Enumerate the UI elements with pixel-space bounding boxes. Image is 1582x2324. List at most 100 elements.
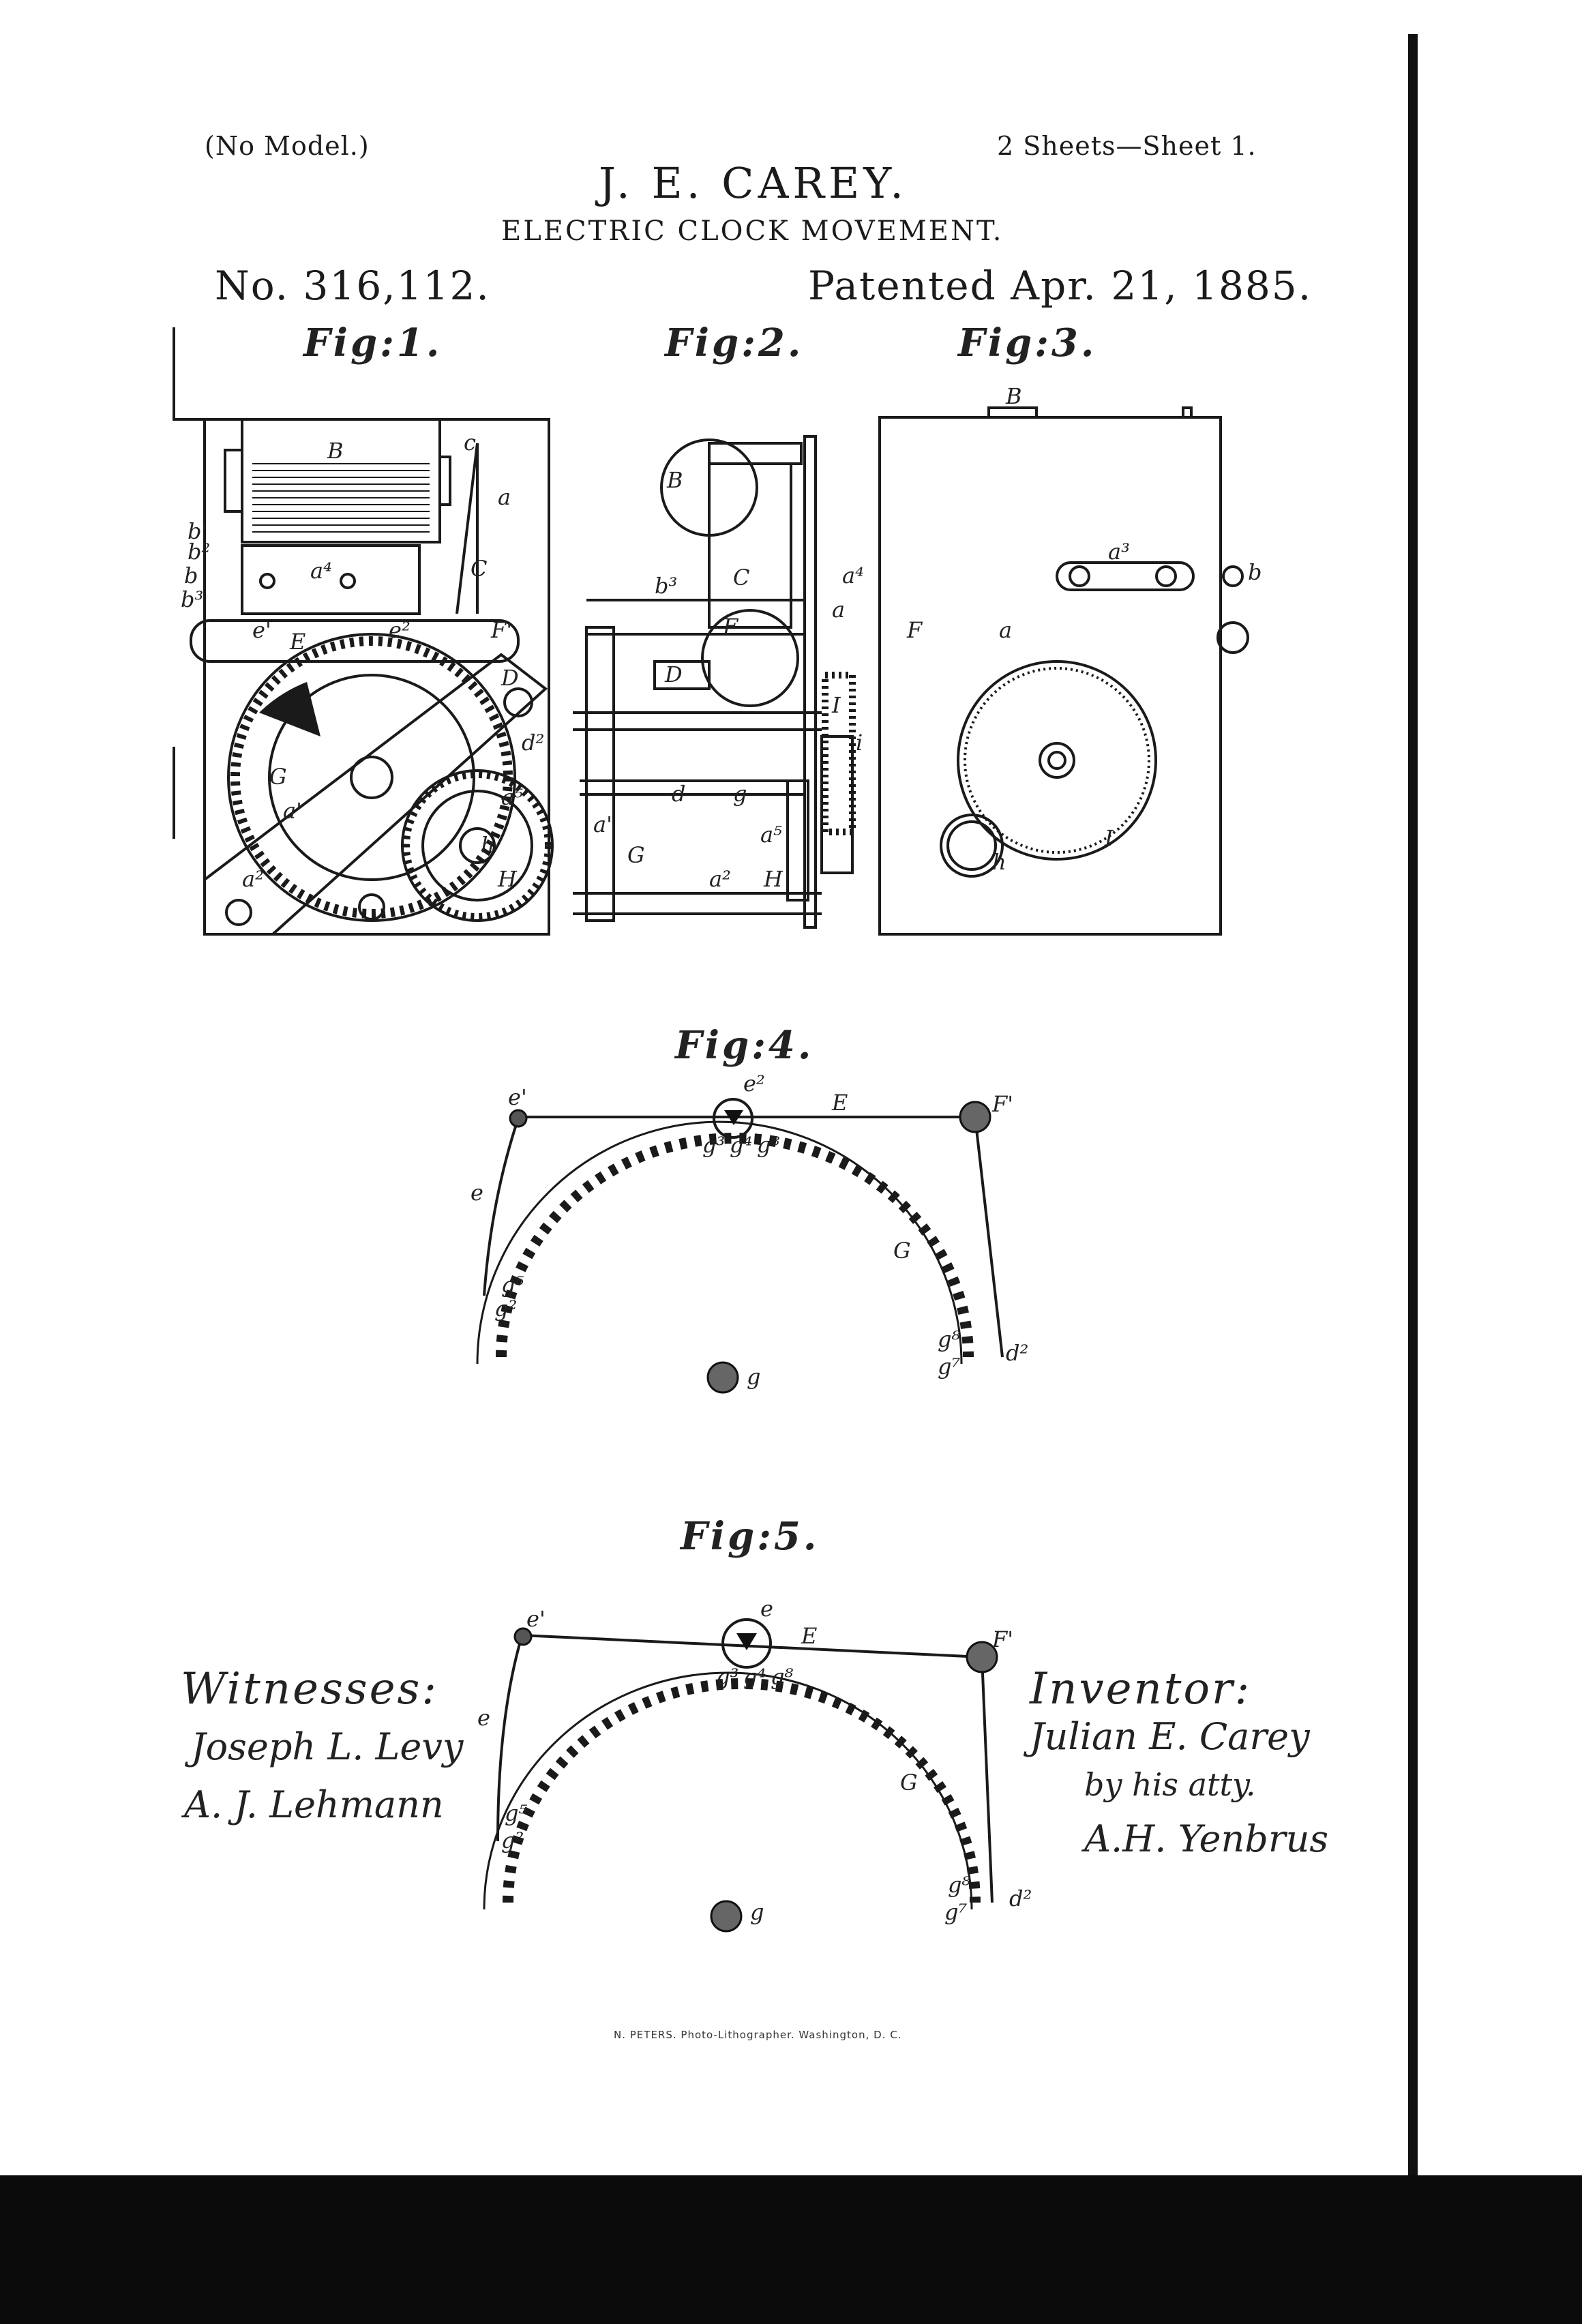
label-D-fig2: D — [664, 661, 683, 687]
printer-credit: N. PETERS. Photo-Lithographer. Washingto… — [614, 2029, 902, 2041]
label-c-fig1: c — [464, 430, 476, 456]
witnesses-heading: Witnesses: — [181, 1664, 438, 1714]
label-e1-fig5: e' — [526, 1606, 546, 1632]
sheet-indicator: 2 Sheets—Sheet 1. — [997, 131, 1257, 161]
fig4-title: Fig:4. — [675, 1023, 814, 1068]
label-e1-fig4: e' — [508, 1084, 527, 1110]
label-g2-fig4: g² — [494, 1296, 517, 1322]
patent-drawings: B c a C a⁴ b' b² b b³ E e' e² F' D G a' … — [173, 327, 1262, 1933]
label-e2-fig1: e² — [389, 617, 411, 643]
label-H-fig2: H — [763, 866, 783, 892]
fig2-drawing — [573, 435, 854, 929]
inventor-name-header: J. E. CAREY. — [599, 158, 908, 208]
scan-edge-bottom — [0, 2175, 1582, 2324]
label-g4-fig5: g⁴ — [743, 1664, 766, 1690]
label-g-fig2: g — [733, 781, 747, 807]
label-F-fig2: F — [722, 614, 739, 640]
witness-signature-1: Joseph L. Levy — [191, 1725, 464, 1768]
label-d2-fig1: d² — [522, 730, 544, 756]
label-b3-fig1: b³ — [181, 586, 203, 612]
label-d2-fig5: d² — [1009, 1886, 1032, 1911]
label-e-fig5-top: e — [760, 1596, 773, 1622]
label-B-fig3: B — [1005, 383, 1022, 409]
label-E-fig5: E — [801, 1623, 817, 1649]
inventor-signature: Julian E. Carey — [1030, 1715, 1310, 1758]
label-F1-fig5: F' — [991, 1626, 1013, 1652]
label-b-fig1: b — [184, 563, 198, 589]
label-E-fig1: E — [289, 629, 305, 655]
attorney-signature: A.H. Yenbrus — [1084, 1817, 1329, 1860]
label-g-fig5: g — [750, 1899, 764, 1925]
label-b1-fig1: b' — [188, 518, 207, 544]
label-g8b-fig5: g⁸ — [948, 1872, 970, 1898]
patent-number: No. 316,112. — [215, 263, 490, 309]
scan-edge-right — [1408, 34, 1418, 2324]
label-I-fig2: I — [831, 692, 841, 718]
label-D-fig1: D — [501, 665, 519, 691]
fig1-shaded-sector — [259, 682, 320, 736]
label-e-fig4: e — [471, 1180, 483, 1206]
label-B-fig2: B — [666, 467, 683, 493]
label-g4-fig4: g⁴ — [730, 1132, 752, 1158]
label-i-fig2: i — [856, 730, 863, 756]
witness-signature-2: A. J. Lehmann — [184, 1783, 444, 1826]
label-a-fig2: a — [832, 597, 845, 623]
label-F1-fig1: F' — [490, 617, 512, 643]
label-g5-fig4: g⁵ — [501, 1272, 524, 1298]
label-a2-fig1: a² — [242, 866, 264, 892]
label-H-fig1: H — [497, 866, 518, 892]
label-B-fig1: B — [327, 438, 344, 464]
label-G-fig2: G — [627, 842, 645, 868]
label-d-fig2: d — [672, 781, 685, 807]
label-a5-fig2: a⁵ — [760, 822, 782, 848]
patent-date: Patented Apr. 21, 1885. — [808, 263, 1313, 309]
label-a1-fig2: a' — [593, 811, 612, 837]
inventor-heading: Inventor: — [1030, 1664, 1252, 1714]
label-G-fig5: G — [900, 1770, 918, 1796]
label-a3-fig3: a³ — [1108, 539, 1130, 565]
label-g8-fig5: g⁸ — [771, 1664, 793, 1690]
label-E-fig4: E — [831, 1090, 848, 1116]
label-h-fig1: h — [481, 832, 495, 858]
fig3-title: Fig:3. — [958, 321, 1097, 366]
fig5-drawing — [483, 1618, 994, 1910]
label-a-fig1: a — [498, 484, 511, 510]
label-I-fig3: I — [1104, 825, 1114, 851]
fig1-gear-teeth — [230, 636, 513, 919]
label-g3-fig5: g³ — [716, 1664, 738, 1690]
label-g8-fig4: g⁸ — [757, 1132, 779, 1158]
label-C-fig2: C — [733, 565, 749, 591]
label-a-fig3: a — [999, 617, 1012, 643]
fig4-drawing — [476, 1098, 1004, 1365]
label-F1-fig4: F' — [991, 1091, 1013, 1117]
label-a4-fig2: a⁴ — [842, 563, 864, 589]
label-F-fig3: F — [906, 617, 923, 643]
fig3-drawing — [878, 406, 1249, 936]
label-g-fig4: g — [747, 1364, 760, 1390]
label-g5-fig5: g⁵ — [505, 1800, 527, 1826]
label-G-fig1: G — [269, 764, 287, 790]
patent-title: ELECTRIC CLOCK MOVEMENT. — [501, 215, 1004, 247]
label-a4-fig1: a⁴ — [310, 558, 332, 584]
label-b3-fig2: b³ — [655, 573, 677, 599]
label-g2-fig5: g² — [501, 1828, 524, 1853]
label-a5-fig1: a⁵ — [501, 784, 523, 810]
label-e-fig5: e — [477, 1705, 490, 1731]
label-g7-fig5: g⁷ — [944, 1899, 967, 1925]
fig2-title: Fig:2. — [665, 321, 804, 366]
label-a1-fig1: a' — [283, 798, 302, 824]
fig5-title: Fig:5. — [681, 1514, 820, 1559]
label-d2-fig4: d² — [1006, 1340, 1028, 1366]
label-g7-fig4: g⁷ — [938, 1354, 960, 1380]
fig1-title: Fig:1. — [303, 321, 443, 366]
label-h-fig3: h — [992, 849, 1006, 875]
label-e1-fig1: e' — [252, 617, 271, 643]
label-g8b-fig4: g⁸ — [938, 1326, 960, 1352]
label-b-fig3: b — [1248, 559, 1262, 585]
label-b2-fig1: b² — [188, 539, 210, 565]
label-G-fig4: G — [893, 1238, 911, 1264]
model-note: (No Model.) — [205, 131, 370, 161]
inventor-by-line: by his atty. — [1084, 1766, 1256, 1803]
label-a2-fig2: a² — [709, 866, 731, 892]
drawing-reference-letters: B c a C a⁴ b' b² b b³ E e' e² F' D G a' … — [181, 383, 1262, 1925]
